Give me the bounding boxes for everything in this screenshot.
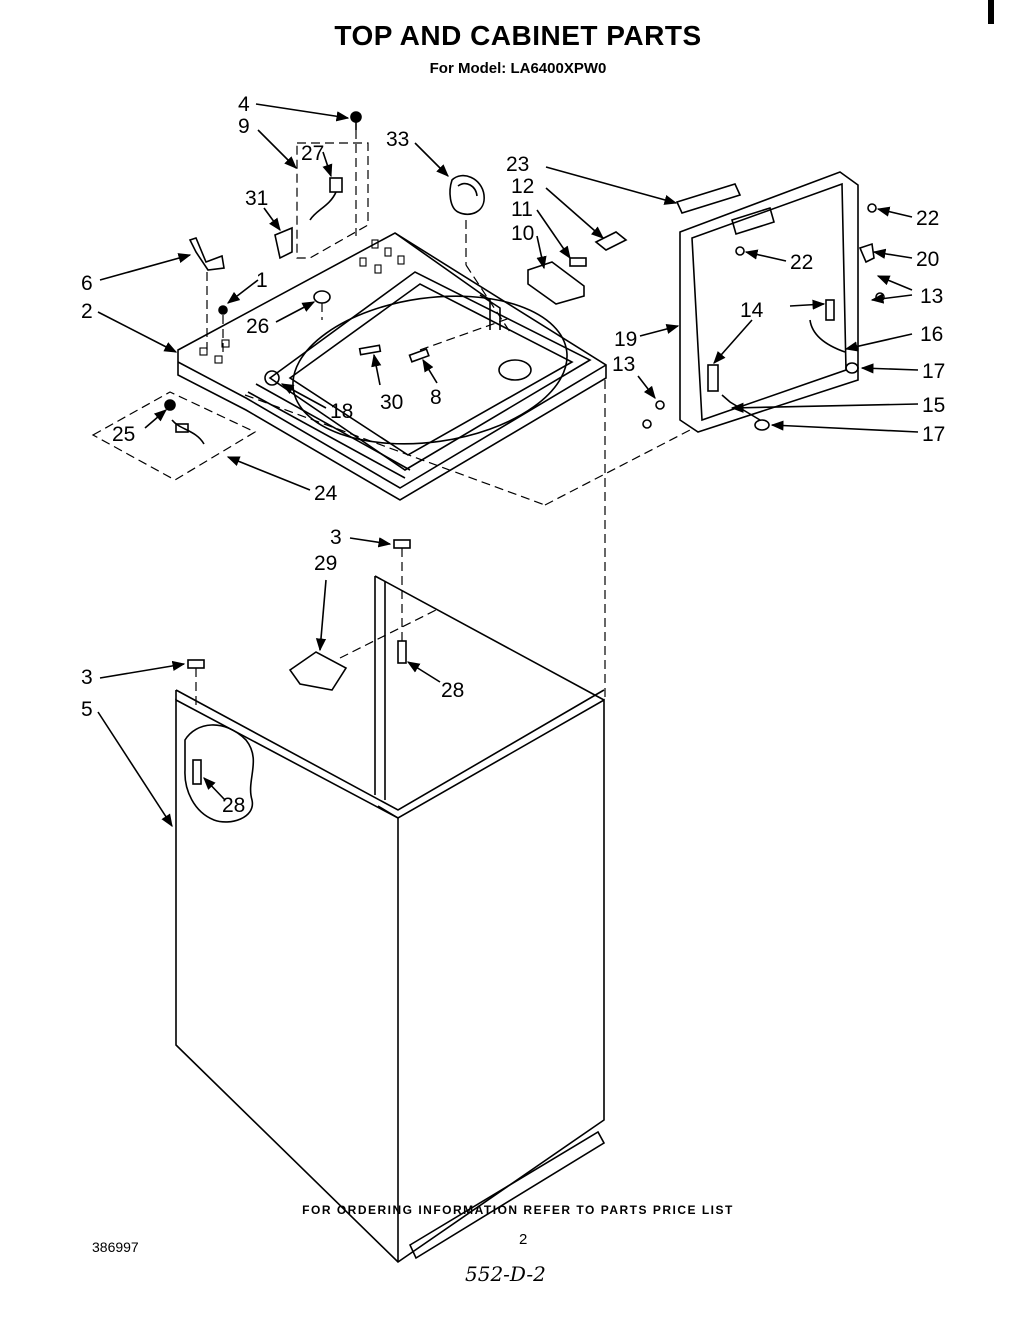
callout-30: 30 bbox=[380, 391, 403, 414]
callout-20: 20 bbox=[916, 248, 939, 271]
callout-25: 25 bbox=[112, 423, 135, 446]
handwritten-note: 552-D-2 bbox=[465, 1262, 546, 1286]
callout-22-lid: 22 bbox=[790, 251, 813, 274]
callout-16: 16 bbox=[920, 323, 943, 346]
scan-edge-mark bbox=[988, 0, 994, 24]
callout-33: 33 bbox=[386, 128, 409, 151]
page-title: TOP AND CABINET PARTS bbox=[334, 20, 702, 51]
washer-cabinet bbox=[175, 539, 606, 1264]
callout-numbers: 4 9 27 33 31 6 1 2 26 30 8 18 25 24 23 1… bbox=[81, 93, 945, 817]
callout-28-lower: 28 bbox=[222, 794, 245, 817]
callout-11: 11 bbox=[511, 198, 533, 221]
ordering-info-note: FOR ORDERING INFORMATION REFER TO PARTS … bbox=[302, 1203, 734, 1217]
top-parts bbox=[91, 111, 628, 481]
callout-6: 6 bbox=[81, 272, 93, 295]
callout-2: 2 bbox=[81, 300, 93, 323]
callout-leaders bbox=[97, 103, 919, 828]
callout-23: 23 bbox=[506, 153, 529, 176]
callout-13-right: 13 bbox=[920, 285, 943, 308]
callout-19: 19 bbox=[614, 328, 637, 351]
callout-29: 29 bbox=[314, 552, 337, 575]
model-subtitle: For Model: LA6400XPW0 bbox=[429, 60, 607, 77]
callout-24: 24 bbox=[314, 482, 338, 505]
page-number: 2 bbox=[519, 1231, 528, 1248]
callout-3-upper: 3 bbox=[330, 526, 342, 549]
document-number: 386997 bbox=[92, 1239, 139, 1255]
callout-15: 15 bbox=[922, 394, 945, 417]
callout-18: 18 bbox=[330, 400, 353, 423]
callout-3-lower: 3 bbox=[81, 666, 93, 689]
callout-17-upper: 17 bbox=[922, 360, 945, 383]
callout-28-upper: 28 bbox=[441, 679, 464, 702]
callout-4: 4 bbox=[238, 93, 250, 116]
callout-5: 5 bbox=[81, 698, 93, 721]
callout-26: 26 bbox=[246, 315, 269, 338]
callout-22-top: 22 bbox=[916, 207, 939, 230]
callout-17-lower: 17 bbox=[922, 423, 945, 446]
callout-31: 31 bbox=[245, 187, 268, 210]
callout-27: 27 bbox=[301, 142, 324, 165]
callout-9: 9 bbox=[238, 115, 250, 138]
callout-1: 1 bbox=[256, 269, 268, 292]
washer-lid bbox=[642, 171, 885, 433]
callout-10: 10 bbox=[511, 222, 534, 245]
callout-12: 12 bbox=[511, 175, 534, 198]
callout-13-left: 13 bbox=[612, 353, 635, 376]
washer-top-assembly bbox=[177, 220, 691, 700]
callout-8: 8 bbox=[430, 386, 442, 409]
callout-14: 14 bbox=[740, 299, 764, 322]
